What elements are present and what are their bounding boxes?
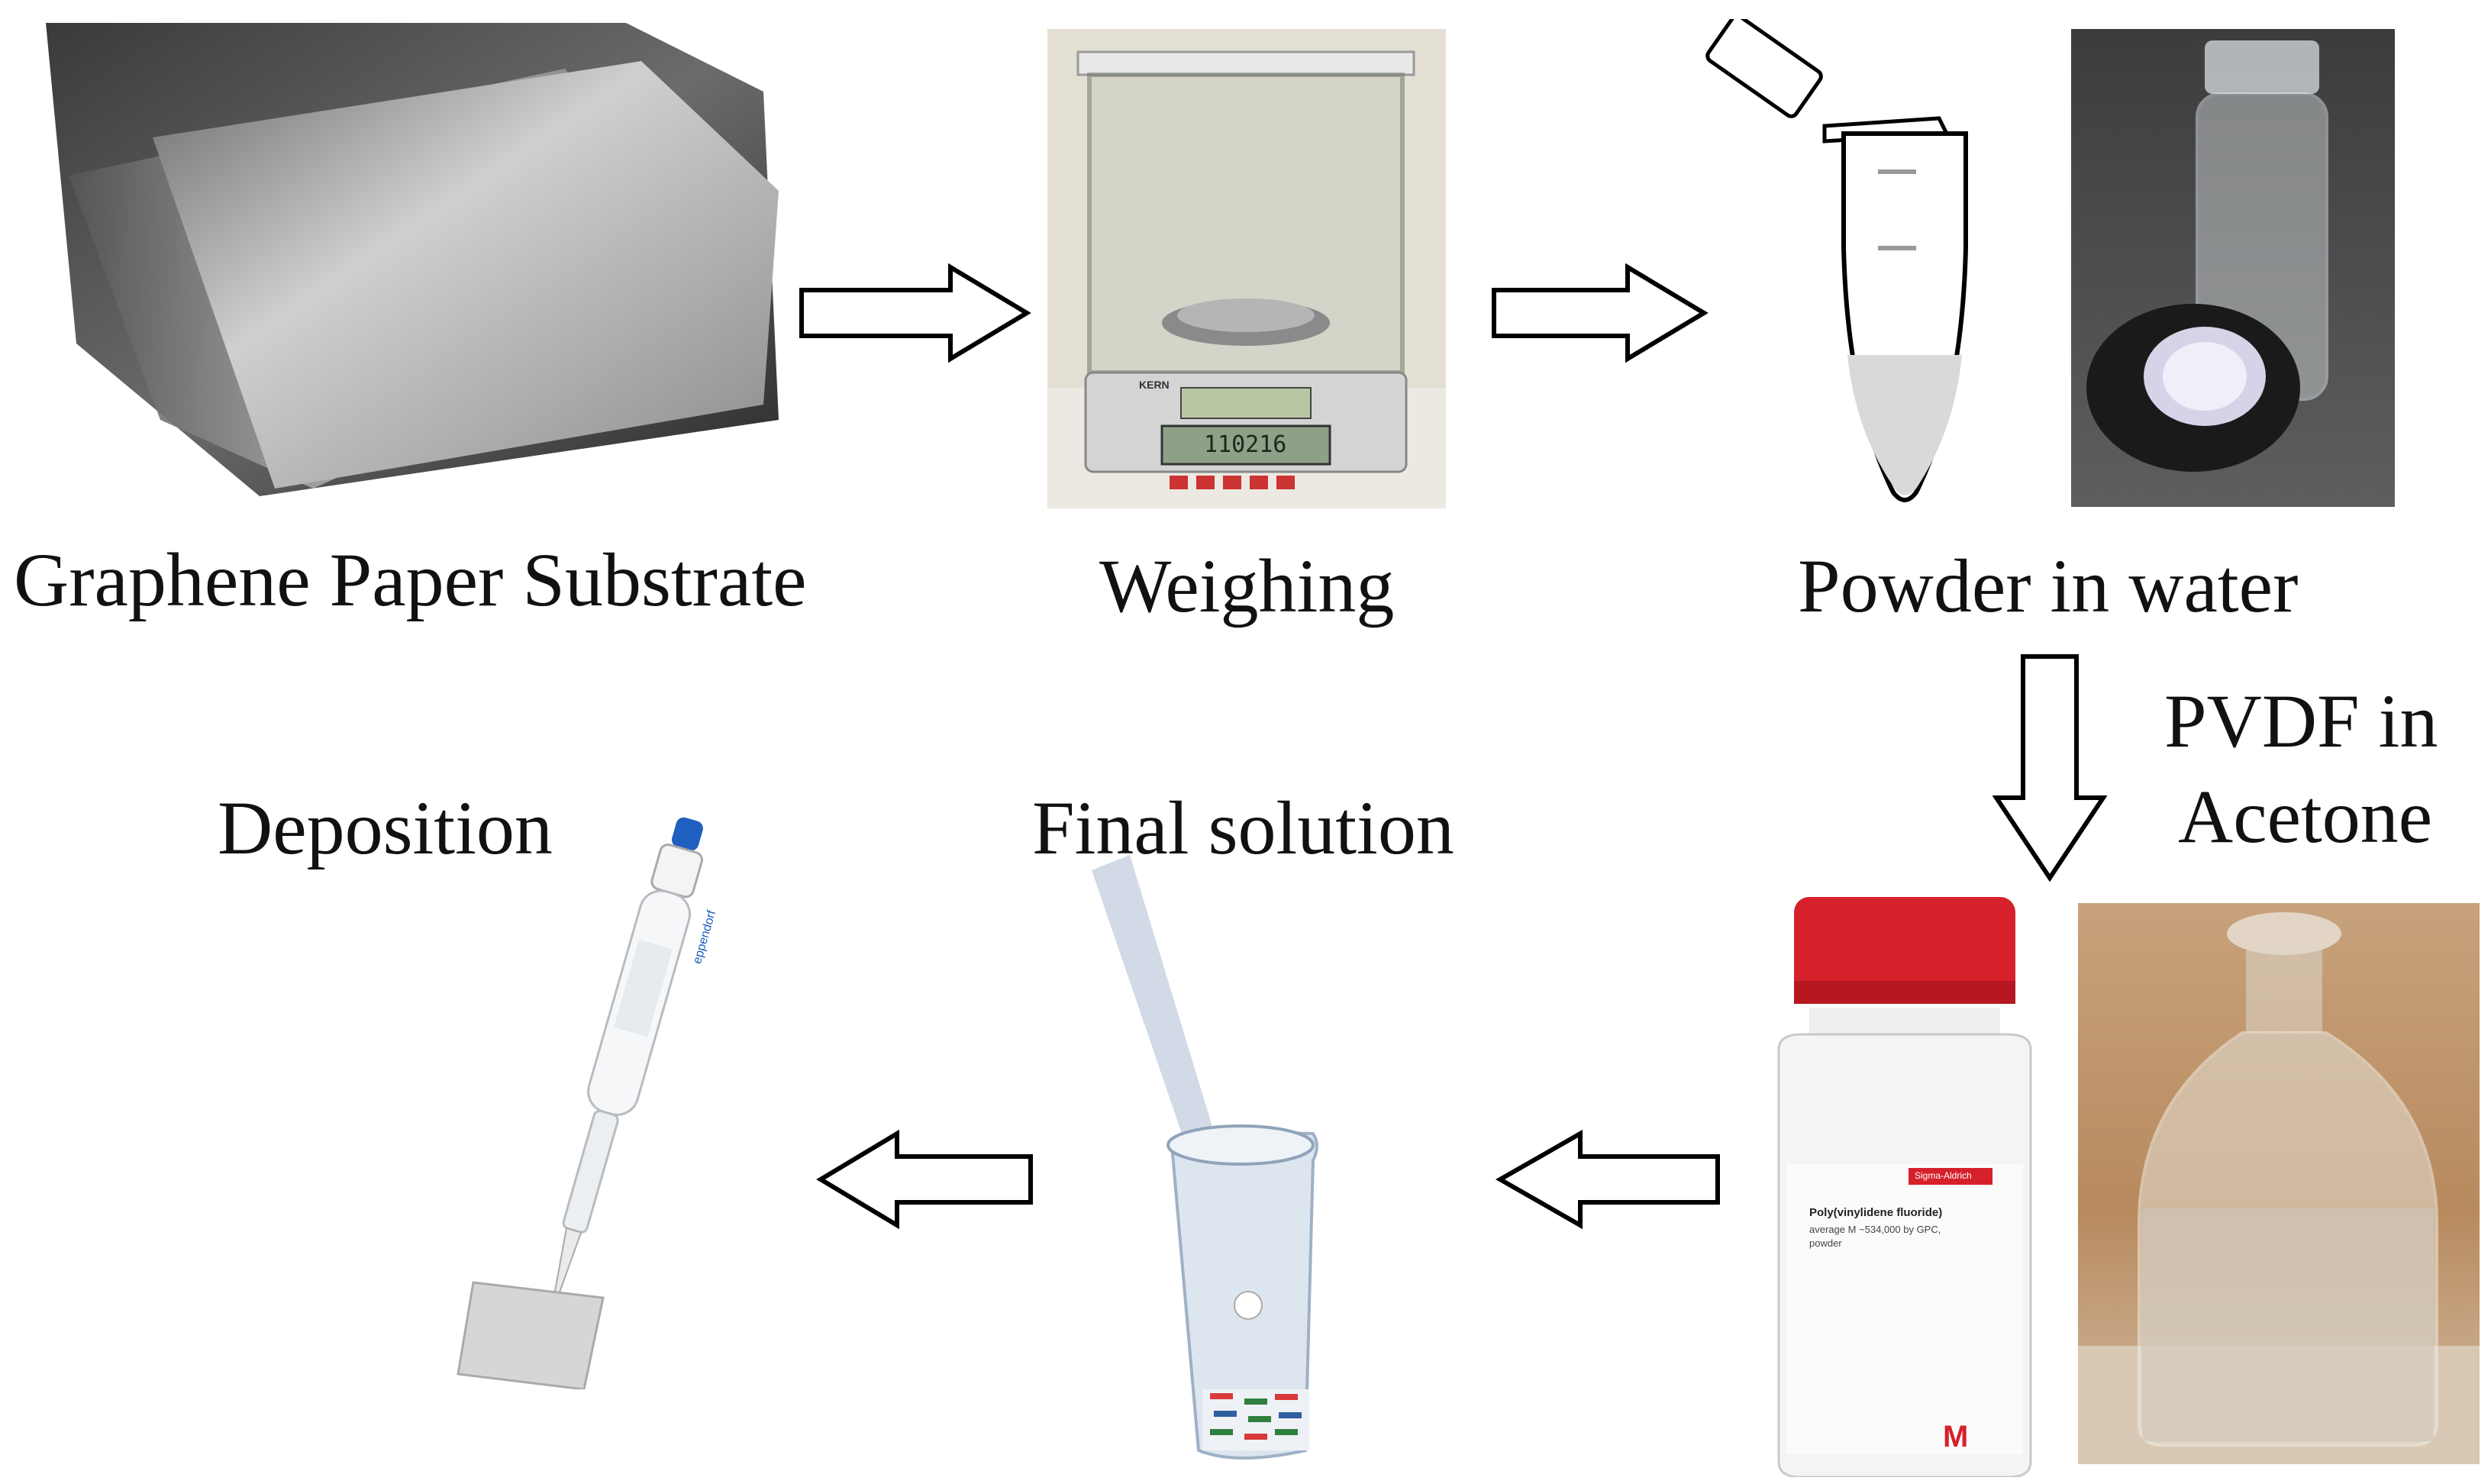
label-graphene-paper-substrate: Graphene Paper Substrate (14, 542, 807, 618)
balance-display: 110216 (1204, 431, 1286, 458)
bottle-product: Poly(vinylidene fluoride) (1809, 1206, 1942, 1219)
arrow-left-1 (813, 1130, 1034, 1229)
svg-text:M: M (1943, 1420, 1968, 1453)
graphene-paper-photo (46, 23, 779, 496)
bottle-brand: Sigma-Aldrich (1915, 1170, 1972, 1181)
microcentrifuge-tube-illustration (1695, 19, 1985, 515)
final-solution-illustration (1084, 855, 1405, 1466)
label-pvdf-in: PVDF in (2164, 683, 2438, 760)
micropipette-illustration (450, 809, 802, 1389)
pvdf-bottle-photo: M Sigma-Aldrich Poly(vinylidene fluoride… (1771, 889, 2038, 1477)
arrow-left-2 (1492, 1130, 1721, 1229)
acetone-flask-photo (2078, 903, 2480, 1464)
arrow-right-1 (798, 263, 1034, 363)
bottle-desc-2: powder (1809, 1237, 1842, 1249)
arrow-down (1992, 653, 2107, 882)
label-powder-in-water: Powder in water (1798, 548, 2298, 624)
bottle-desc-1: average M ~534,000 by GPC, (1809, 1224, 1941, 1235)
arrow-right-2 (1490, 263, 1712, 363)
label-acetone: Acetone (2178, 779, 2432, 855)
label-weighing: Weighing (1099, 548, 1394, 624)
balance-brand: KERN (1139, 379, 1170, 391)
analytical-balance-photo: KERN 110216 (1047, 29, 1446, 508)
glass-vial-photo (2071, 29, 2395, 507)
